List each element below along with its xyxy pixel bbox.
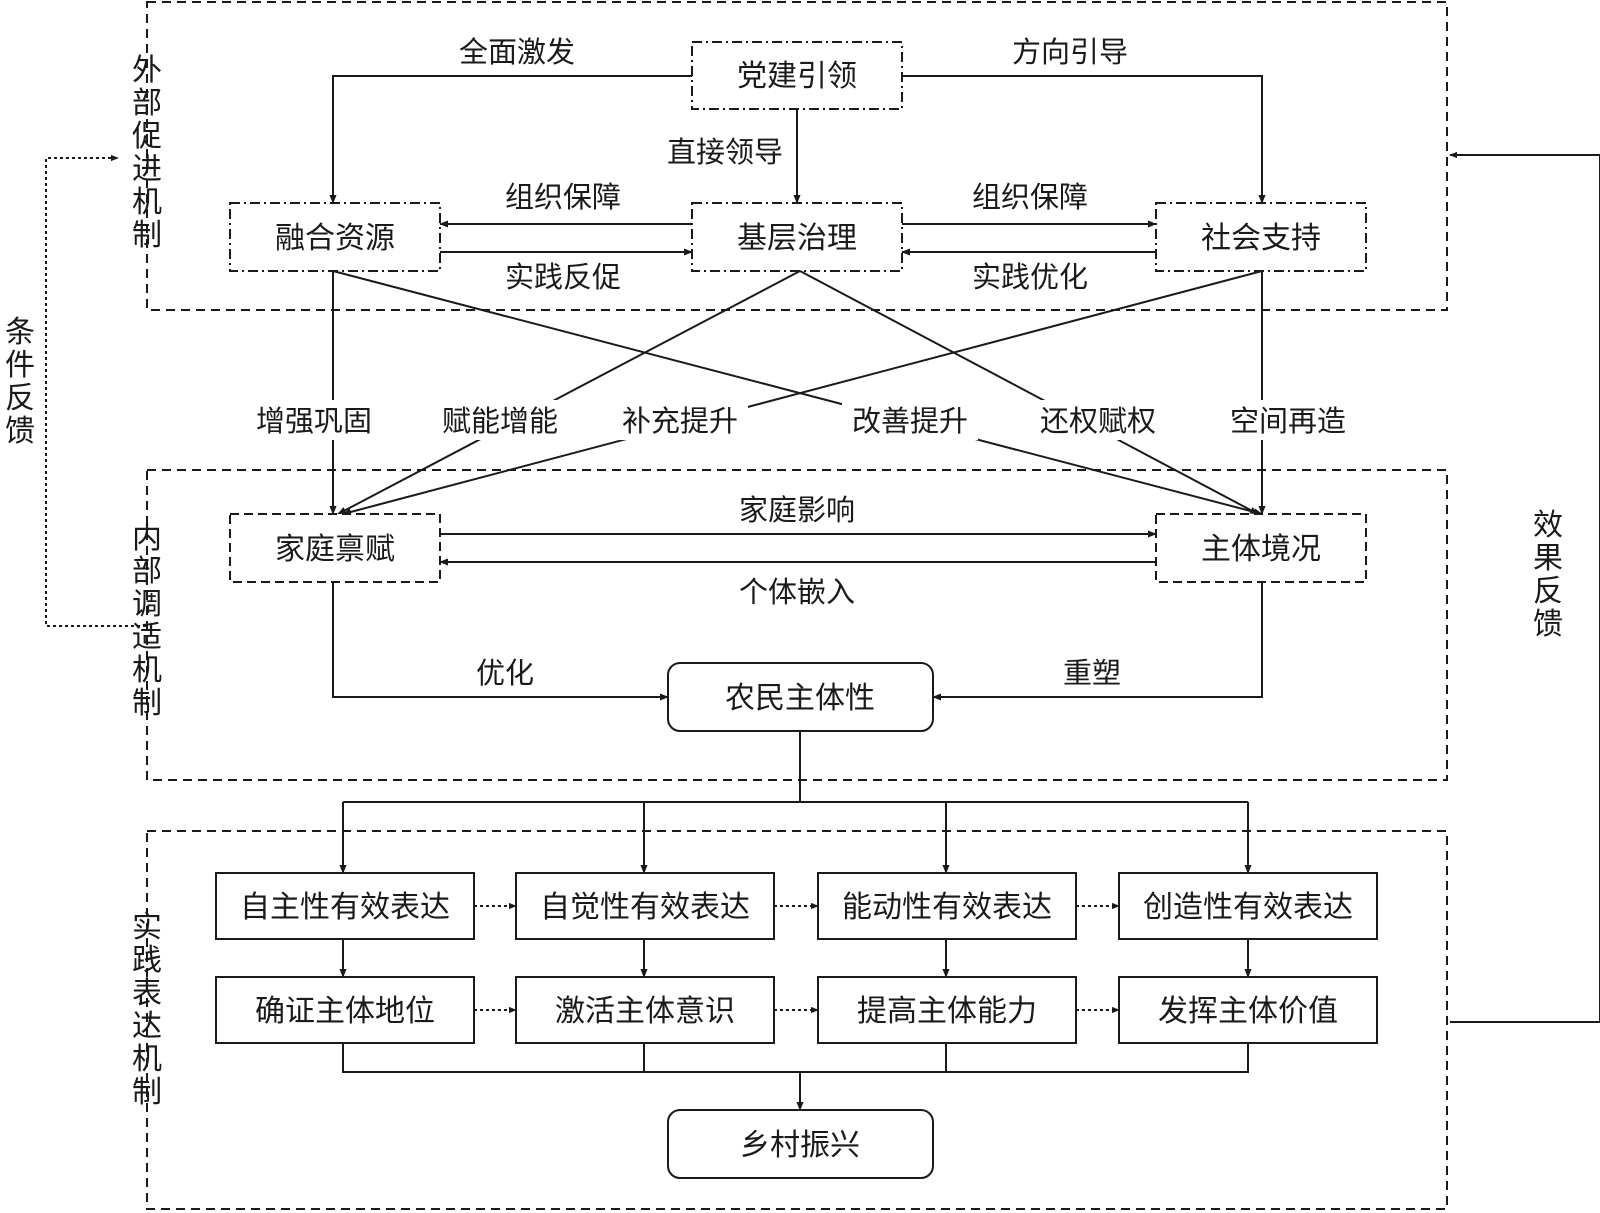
party-leadership-node <box>691 41 903 110</box>
label-individual-embed: 个体嵌入 <box>739 575 855 609</box>
effect-feedback-line <box>1449 151 1600 1023</box>
practice-region-frame <box>146 830 1448 1210</box>
situation-node <box>1155 513 1367 583</box>
family-text: 家庭禀赋 <box>275 532 395 567</box>
label-improve-upgrade: 改善提升 <box>852 404 968 438</box>
label-practice-optimize: 实践优化 <box>972 260 1088 294</box>
external-region-frame <box>146 1 1448 311</box>
label-empower: 赋能增能 <box>442 404 558 438</box>
grassroots-text: 基层治理 <box>737 221 857 256</box>
edge-grassroots-situation <box>799 270 1259 515</box>
role-text-1: 确证主体地位 <box>255 994 435 1029</box>
label-supplement-improve: 补充提升 <box>622 404 738 438</box>
role-node-1 <box>215 976 475 1044</box>
condition-feedback-label: 条件反馈 <box>5 315 35 449</box>
role-node-4 <box>1118 976 1378 1044</box>
expr-text-2: 自觉性有效表达 <box>540 890 750 925</box>
situation-text: 主体境况 <box>1201 532 1321 567</box>
edge-situation-subjectivity <box>932 582 1263 701</box>
label-direction-guide: 方向引导 <box>1012 35 1128 69</box>
revival-text: 乡村振兴 <box>740 1128 860 1163</box>
party-leadership-text: 党建引领 <box>737 59 857 94</box>
subjectivity-text: 农民主体性 <box>725 681 875 716</box>
edge-party-resource <box>329 75 692 204</box>
grassroots-node <box>691 202 903 272</box>
role-node-3 <box>817 976 1077 1044</box>
edge-family-subjectivity <box>332 582 669 701</box>
practice-region-label: 实践表达机制 <box>132 910 162 1110</box>
expr-node-1 <box>215 872 475 940</box>
convergence-lines <box>342 1043 1249 1073</box>
edge-party-society <box>902 75 1266 204</box>
label-practice-feedback: 实践反促 <box>505 260 621 294</box>
label-family-influence: 家庭影响 <box>739 493 855 527</box>
label-optimize: 优化 <box>476 656 534 690</box>
resource-text: 融合资源 <box>275 221 395 256</box>
society-text: 社会支持 <box>1201 221 1321 256</box>
label-reshape: 重塑 <box>1063 656 1121 690</box>
resource-node <box>229 202 441 272</box>
label-enhance-consolidate: 增强巩固 <box>256 404 372 438</box>
expr-node-2 <box>515 872 775 940</box>
condition-feedback-line <box>45 154 146 627</box>
edge-grassroots-family <box>337 270 801 515</box>
edge-society-family <box>342 270 1263 516</box>
cross-labels: 增强巩固 赋能增能 补充提升 改善提升 还权赋权 空间再造 <box>246 400 1356 440</box>
label-full-stimulate: 全面激发 <box>459 35 575 69</box>
effect-feedback-label: 效果反馈 <box>1533 508 1563 642</box>
edge-resource-situation <box>332 270 1263 516</box>
internal-region-label: 内部调适机制 <box>132 521 162 721</box>
label-return-rights: 还权赋权 <box>1040 404 1156 438</box>
role-text-2: 激活主体意识 <box>555 994 735 1029</box>
label-direct-lead: 直接领导 <box>667 135 783 169</box>
internal-region-frame <box>146 469 1448 781</box>
expr-text-3: 能动性有效表达 <box>842 890 1052 925</box>
label-org-guarantee-right: 组织保障 <box>972 180 1088 214</box>
label-space-rebuild: 空间再造 <box>1230 404 1346 438</box>
expr-text-1: 自主性有效表达 <box>240 890 450 925</box>
role-text-3: 提高主体能力 <box>857 994 1037 1029</box>
family-node <box>229 513 441 583</box>
label-org-guarantee-left: 组织保障 <box>505 180 621 214</box>
external-region-label: 外部促进机制 <box>132 53 162 253</box>
role-text-4: 发挥主体价值 <box>1158 994 1338 1029</box>
expr-text-4: 创造性有效表达 <box>1143 890 1353 925</box>
revival-node <box>667 1109 934 1179</box>
